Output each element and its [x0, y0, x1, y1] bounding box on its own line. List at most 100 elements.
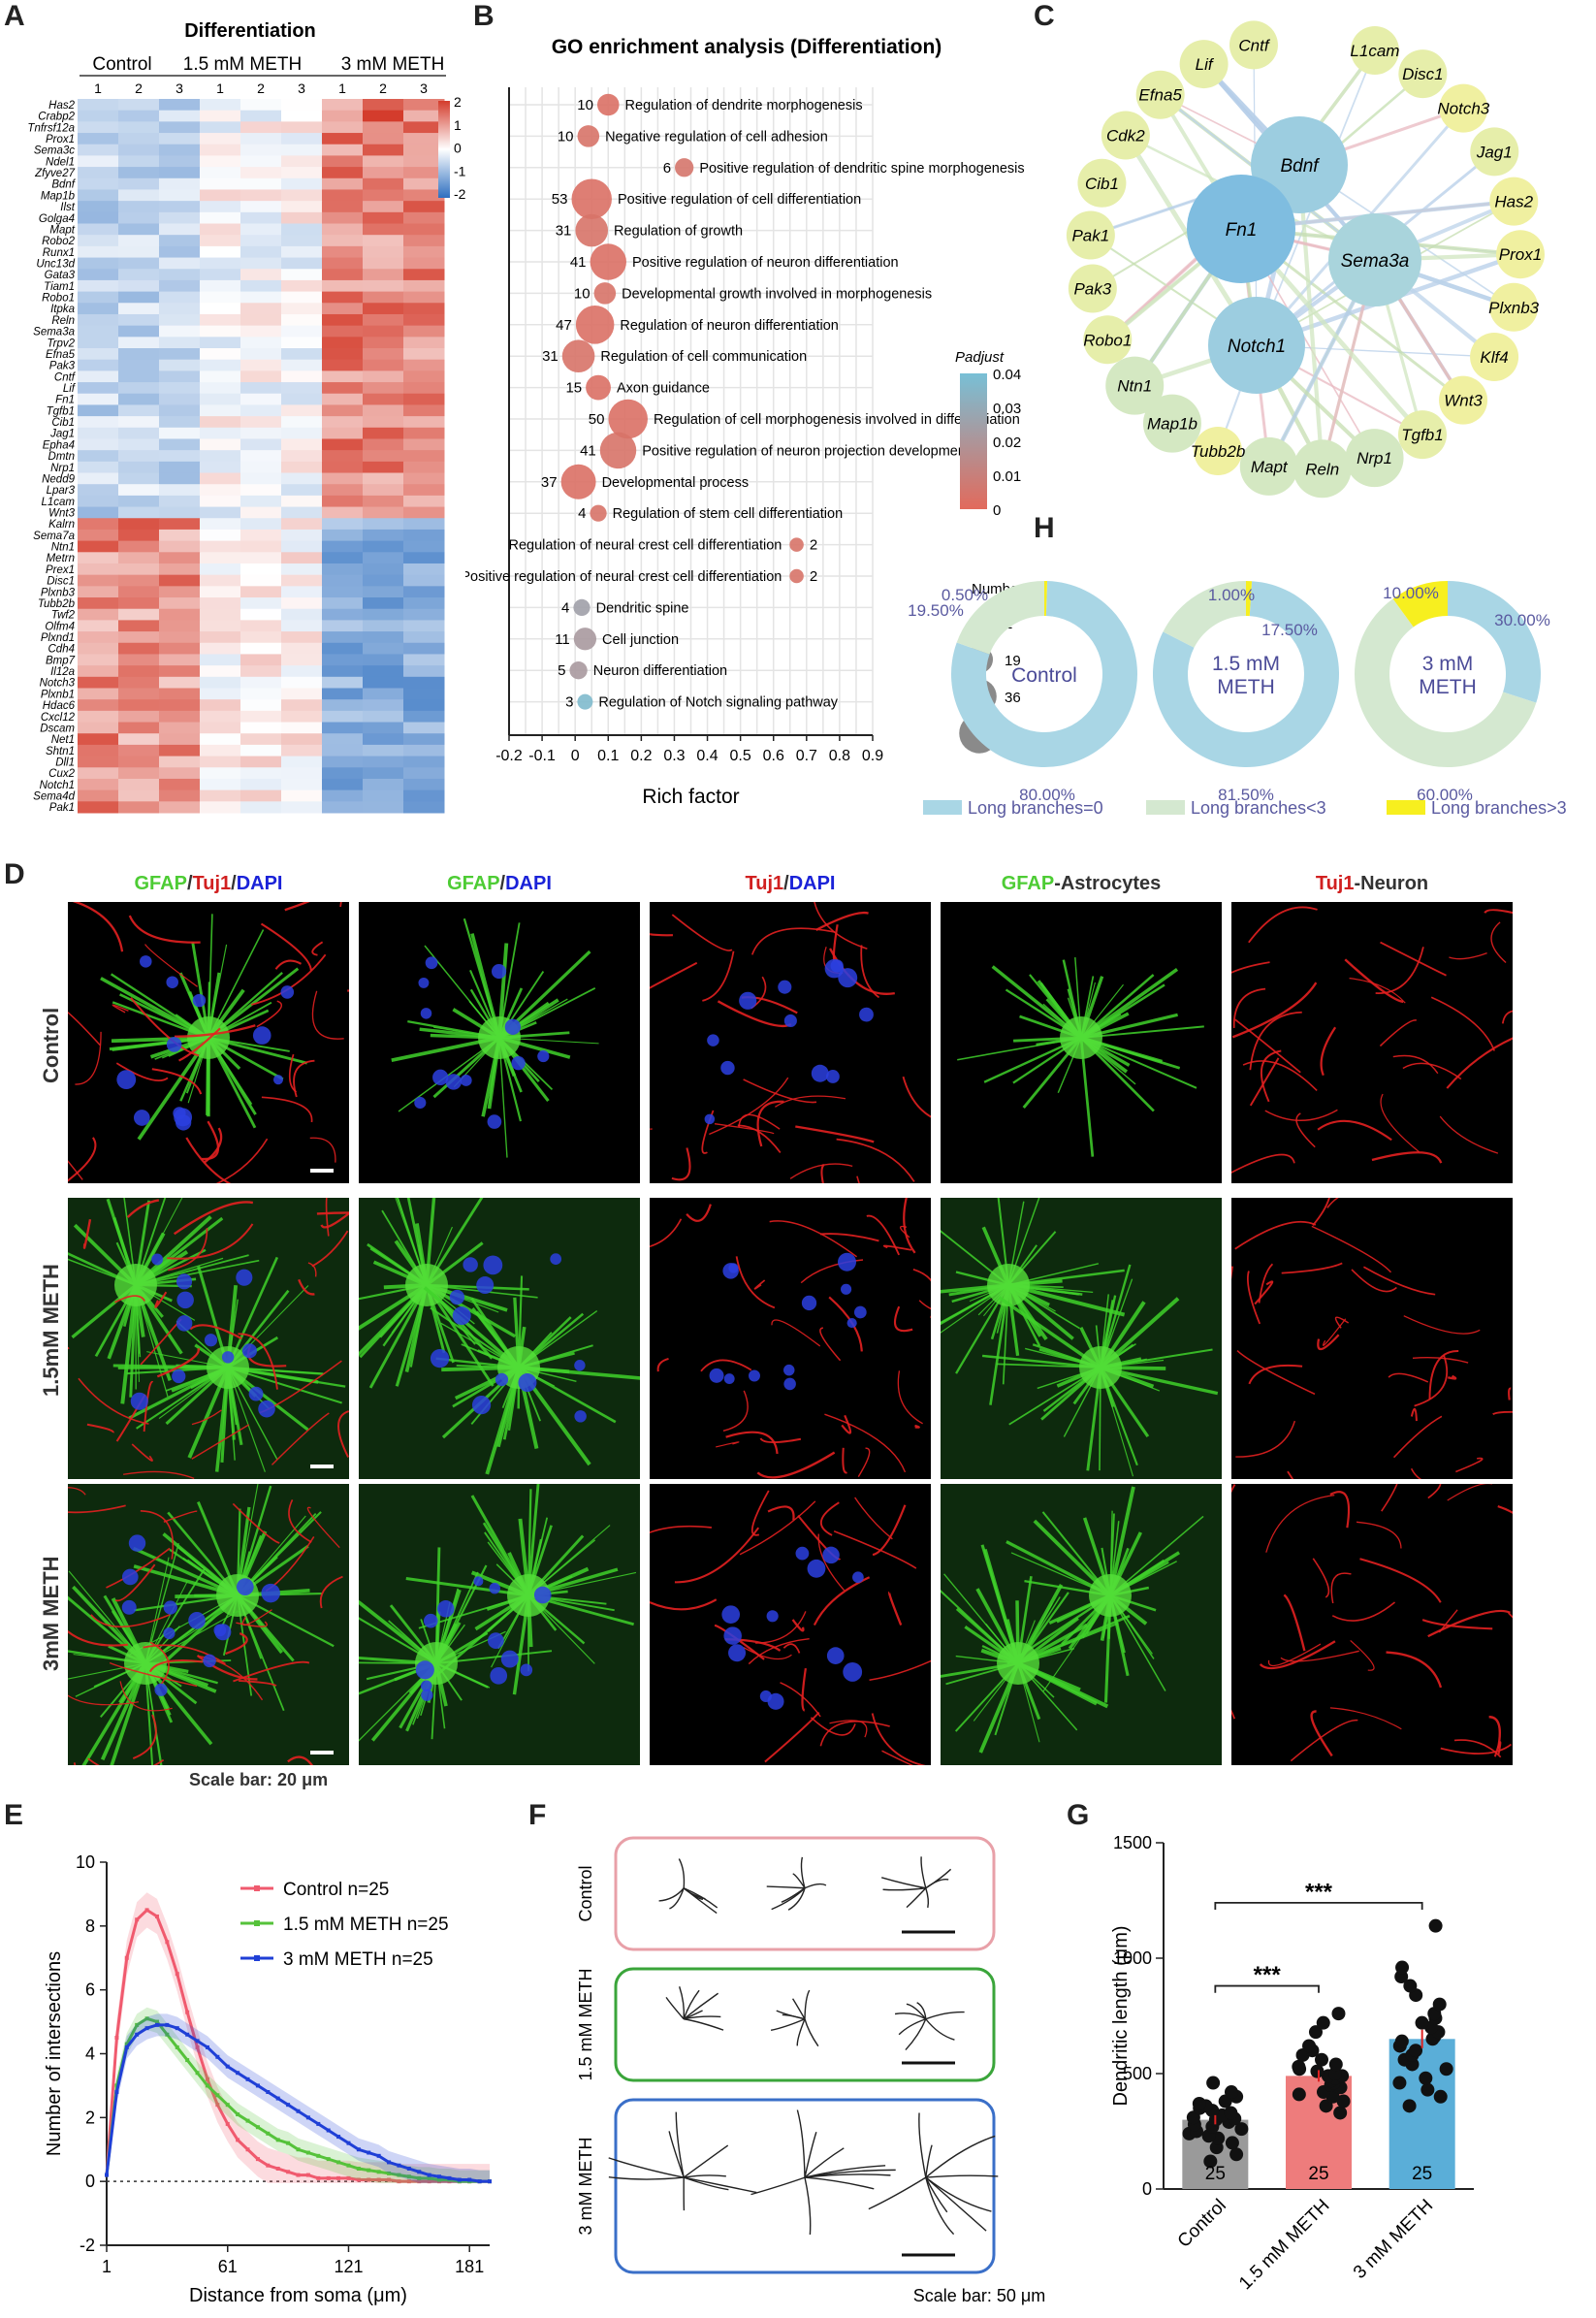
heatmap-gene-label: Zfyve27: [34, 168, 76, 179]
heatmap-cell: [363, 245, 404, 259]
micro-image-tile: [941, 902, 1222, 1183]
go-count-label: 15: [565, 380, 582, 397]
go-count-label: 41: [570, 254, 587, 271]
micro-column-title: GFAP/Tuj1/DAPI: [68, 873, 349, 895]
heatmap-cell: [403, 427, 445, 439]
heatmap-cell: [240, 121, 282, 134]
heatmap-cell: [200, 563, 241, 576]
panel-letter-e: E: [4, 1799, 24, 1831]
panel-letter-c: C: [1034, 0, 1055, 32]
heatmap-cell: [118, 597, 160, 610]
heatmap-cell: [403, 506, 445, 519]
heatmap-cell: [281, 518, 323, 531]
heatmap-cell: [200, 778, 241, 791]
go-x-axis-label: Rich factor: [642, 786, 739, 808]
g-sig-bracket: [1214, 1984, 1320, 1993]
micro-column-title-part: DAPI: [505, 873, 552, 894]
heatmap-cell: [200, 789, 241, 802]
e-series-point: [275, 2167, 280, 2171]
go-size-key-label: 19: [1005, 653, 1021, 669]
go-bubble: [561, 339, 595, 373]
go-x-tick-label: -0.1: [528, 748, 556, 764]
heatmap-cell: [281, 767, 323, 780]
heatmap-cell: [363, 438, 404, 451]
heatmap-cell: [78, 133, 119, 145]
heatmap-gene-label: Robo1: [42, 293, 75, 305]
e-series-point: [266, 2163, 271, 2168]
e-series-point: [477, 2179, 482, 2184]
heatmap-cell: [363, 359, 404, 371]
e-series-point: [326, 2157, 331, 2162]
e-series-point: [175, 2026, 179, 2031]
heatmap-cell: [159, 699, 201, 712]
heatmap-cell: [322, 495, 364, 508]
heatmap-cell: [403, 144, 445, 156]
heatmap-cell: [403, 303, 445, 315]
heatmap-cell: [403, 110, 445, 122]
heatmap-cell: [240, 710, 282, 724]
e-series-point: [336, 2175, 341, 2180]
network-node: [1350, 25, 1399, 75]
heatmap-gene-label: Unc13d: [36, 258, 75, 270]
heatmap-cell: [159, 245, 201, 259]
network-hub-label: Bdnf: [1280, 156, 1320, 177]
heatmap-cell: [322, 110, 364, 122]
heatmap-cell: [118, 563, 160, 576]
heatmap-cell: [78, 393, 119, 405]
heatmap-cell: [322, 642, 364, 655]
heatmap-cell: [403, 177, 445, 190]
heatmap-cell: [200, 642, 241, 655]
heatmap-cell: [240, 688, 282, 700]
e-x-tick-label: 121: [334, 2257, 363, 2276]
heatmap-gene-label: Sema4d: [33, 791, 75, 803]
go-x-tick-label: 0.1: [597, 748, 619, 764]
heatmap-gene-label: Metrn: [47, 553, 75, 564]
heatmap-cell: [78, 121, 119, 134]
heatmap-cell: [281, 552, 323, 564]
heatmap-cell: [403, 269, 445, 281]
go-term-label: Positive regulation of neural crest cell…: [465, 569, 782, 585]
heatmap-cell: [403, 676, 445, 689]
heatmap-cell: [118, 393, 160, 405]
go-term-label: Neuron differentiation: [593, 663, 727, 679]
heatmap-cell: [281, 801, 323, 814]
heatmap-cell: [78, 789, 119, 802]
go-chart-title: GO enrichment analysis (Differentiation): [552, 36, 942, 58]
heatmap-cell: [78, 337, 119, 349]
heatmap-cell: [78, 676, 119, 689]
heatmap-cell: [322, 688, 364, 700]
micro-image-tile: [359, 1484, 640, 1765]
heatmap-cell: [159, 484, 201, 497]
heatmap-cell: [240, 574, 282, 587]
e-series-point: [286, 2141, 291, 2145]
heatmap-cell: [118, 155, 160, 168]
heatmap-cell: [118, 177, 160, 190]
tracing-branch: [906, 2003, 927, 2020]
heatmap-cell: [403, 665, 445, 678]
network-node: [1135, 70, 1185, 119]
donut-slice: [956, 581, 1044, 655]
micro-image-tile: [68, 902, 349, 1183]
heatmap-cell: [363, 789, 404, 802]
donut-slice: [1355, 598, 1537, 767]
heatmap-cell: [322, 393, 364, 405]
tracing-branch: [882, 1887, 926, 1891]
e-y-tick-label: 4: [85, 2044, 95, 2064]
heatmap-cell: [240, 382, 282, 395]
heatmap-cell: [159, 291, 201, 304]
network-node: [1105, 356, 1165, 415]
tracing-branch: [796, 2109, 806, 2178]
heatmap-cell: [403, 654, 445, 666]
heatmap-cell: [403, 699, 445, 712]
e-series-point: [387, 2160, 392, 2165]
heatmap-gene-label: Gata3: [45, 270, 76, 281]
heatmap-cell: [281, 427, 323, 439]
go-term-label: Dendritic spine: [596, 600, 689, 616]
heatmap-cell: [363, 393, 404, 405]
tracing-branch: [925, 2176, 955, 2236]
heatmap-cell: [78, 540, 119, 553]
heatmap-cell: [240, 359, 282, 371]
e-series-point: [447, 2175, 452, 2180]
heatmap-cell: [159, 472, 201, 485]
g-n-label: 25: [1412, 2164, 1432, 2184]
